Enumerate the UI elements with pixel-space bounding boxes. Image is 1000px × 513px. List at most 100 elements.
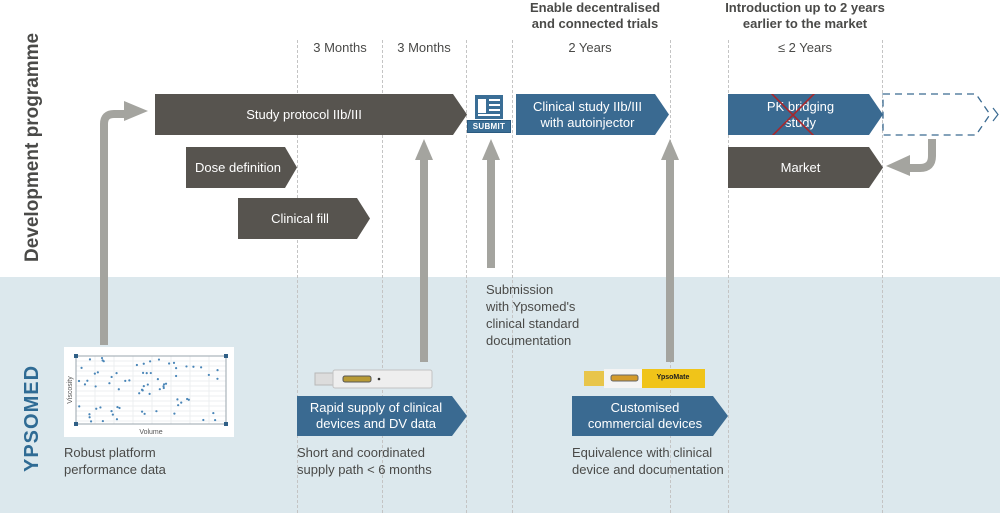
scatter-xlabel: Volume xyxy=(139,429,162,436)
scatter-dot xyxy=(156,378,159,381)
phase-label: Customised commercial devices xyxy=(572,396,718,436)
scatter-dot xyxy=(101,359,104,362)
phase-label-line: devices and DV data xyxy=(316,416,436,431)
scatter-plot-thumbnail: Volume Viscosity xyxy=(64,347,234,437)
scatter-dot xyxy=(164,382,168,385)
phase-label: Clinical fill xyxy=(271,210,329,226)
header-decentralised: Enable decentralised and connected trial… xyxy=(505,0,685,32)
scatter-dot xyxy=(88,413,91,416)
submit-badge: SUBMIT xyxy=(467,91,511,135)
scatter-dot xyxy=(145,372,148,375)
scatter-dot xyxy=(162,383,166,386)
scatter-dot xyxy=(149,371,152,375)
scatter-dot xyxy=(140,388,144,391)
scatter-dot xyxy=(138,392,141,395)
rapid-supply-note: Short and coordinated supply path < 6 mo… xyxy=(297,444,432,478)
duration-label: 3 Months xyxy=(313,40,367,55)
scatter-dot xyxy=(128,379,131,382)
platform-arrow xyxy=(100,110,128,345)
note-line: clinical standard xyxy=(486,316,580,331)
scatter-dot xyxy=(216,369,219,372)
phase-market: Market xyxy=(728,147,883,188)
timeline-divider xyxy=(382,40,383,513)
scatter-dot xyxy=(214,418,217,422)
scatter-dot xyxy=(93,372,96,375)
phase-label: Dose definition xyxy=(195,159,281,175)
submission-arrow-head xyxy=(482,139,500,160)
scatter-dot xyxy=(94,385,97,388)
phase-dose-definition: Dose definition xyxy=(186,147,297,188)
phase-label: Rapid supply of clinical devices and DV … xyxy=(297,396,455,436)
scatter-dot xyxy=(158,388,161,391)
scatter-dot xyxy=(89,420,93,423)
phase-label-line: with autoinjector xyxy=(540,114,635,130)
scatter-dot xyxy=(115,372,118,375)
scatter-dot xyxy=(185,365,188,368)
supply-arrow xyxy=(420,158,428,362)
scatter-dot xyxy=(202,418,205,422)
scatter-dot xyxy=(117,388,120,391)
scatter-dot xyxy=(143,412,146,415)
timeline-divider xyxy=(512,40,513,513)
submission-arrow xyxy=(487,158,495,268)
scatter-dot xyxy=(212,411,215,415)
timeline-divider xyxy=(728,40,729,513)
duration-label: 3 Months xyxy=(397,40,451,55)
scatter-dot xyxy=(142,385,145,388)
header-line: Enable decentralised xyxy=(529,0,661,15)
scatter-dot xyxy=(108,382,111,385)
scatter-dot xyxy=(95,407,98,410)
scatter-dot xyxy=(172,361,176,365)
document-icon xyxy=(475,95,503,119)
timeline-divider xyxy=(882,40,883,513)
note-line: Short and coordinated xyxy=(297,445,425,460)
scatter-dot xyxy=(155,410,158,413)
supply-arrow-head xyxy=(415,139,433,160)
header-line: earlier to the market xyxy=(742,16,868,31)
scatter-dot xyxy=(180,401,183,404)
scatter-dot xyxy=(86,379,89,382)
scatter-dot xyxy=(88,416,91,419)
header-market-intro: Introduction up to 2 years earlier to th… xyxy=(705,0,905,32)
phase-label-line: Customised xyxy=(610,400,680,415)
phase-clinical-fill: Clinical fill xyxy=(238,198,370,239)
phase-pk-bridging: PK bridging study xyxy=(728,94,883,135)
scatter-dot xyxy=(200,366,203,369)
duration-label: ≤ 2 Years xyxy=(777,40,833,55)
header-line: Introduction up to 2 years xyxy=(725,0,885,15)
note-line: Submission xyxy=(486,282,554,297)
clinical-device-image xyxy=(314,369,433,389)
scatter-dot xyxy=(207,373,210,377)
customised-devices-chevron: Customised commercial devices xyxy=(572,396,728,436)
note-line: Equivalence with clinical xyxy=(572,445,713,460)
scatter-dot xyxy=(141,371,145,374)
phase-label-line: commercial devices xyxy=(587,416,703,431)
scatter-ylabel: Viscosity xyxy=(67,376,74,404)
customised-note: Equivalence with clinical device and doc… xyxy=(572,444,724,478)
scatter-dot xyxy=(110,375,113,379)
scatter-dot xyxy=(88,358,92,361)
rapid-supply-chevron: Rapid supply of clinical devices and DV … xyxy=(297,396,467,436)
scatter-dot xyxy=(111,413,114,416)
scatter-dot xyxy=(100,356,104,360)
phase-study-protocol: Study protocol IIb/III xyxy=(155,94,467,135)
scatter-dot xyxy=(83,383,87,386)
note-line: supply path < 6 months xyxy=(297,462,432,477)
scatter-dot xyxy=(168,362,171,365)
scatter-dot xyxy=(177,404,180,407)
scatter-dot xyxy=(192,365,195,368)
note-line: with Ypsomed's xyxy=(486,299,576,314)
scatter-dot xyxy=(142,362,145,365)
scatter-dot xyxy=(146,383,149,386)
cross-out-icon xyxy=(770,94,816,135)
scatter-dot xyxy=(162,385,165,388)
submit-label: SUBMIT xyxy=(467,120,511,133)
scatter-dot xyxy=(140,410,144,413)
note-line: performance data xyxy=(64,462,166,477)
scatter-dot xyxy=(186,397,189,401)
scatter-dot xyxy=(116,405,119,409)
scatter-dot xyxy=(176,398,179,401)
scatter-dot xyxy=(149,360,152,363)
scatter-dot xyxy=(99,406,102,409)
scatter-dot xyxy=(135,363,138,367)
